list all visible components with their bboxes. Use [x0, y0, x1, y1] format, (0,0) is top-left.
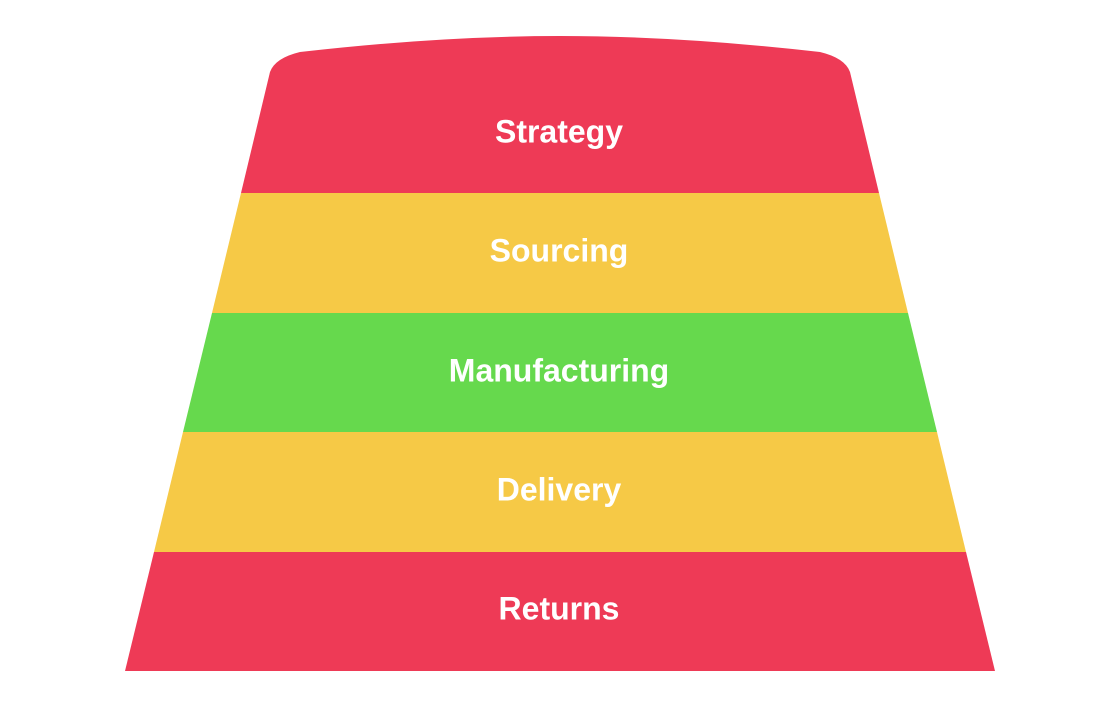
layer-shape-strategy: [241, 36, 879, 193]
layer-shape-returns: [125, 552, 995, 671]
layer-sourcing: Sourcing: [212, 193, 908, 313]
layer-label-returns: Returns: [499, 590, 620, 626]
layer-label-manufacturing: Manufacturing: [449, 352, 669, 388]
layer-label-sourcing: Sourcing: [490, 232, 629, 268]
layer-returns: Returns: [125, 552, 995, 671]
layer-label-delivery: Delivery: [497, 471, 622, 507]
layer-strategy: Strategy: [241, 36, 879, 193]
layer-delivery: Delivery: [154, 432, 966, 552]
layer-shape-delivery: [154, 432, 966, 552]
layer-manufacturing: Manufacturing: [183, 313, 937, 432]
layer-shape-sourcing: [212, 193, 908, 313]
layer-shape-manufacturing: [183, 313, 937, 432]
layer-label-strategy: Strategy: [495, 113, 623, 149]
